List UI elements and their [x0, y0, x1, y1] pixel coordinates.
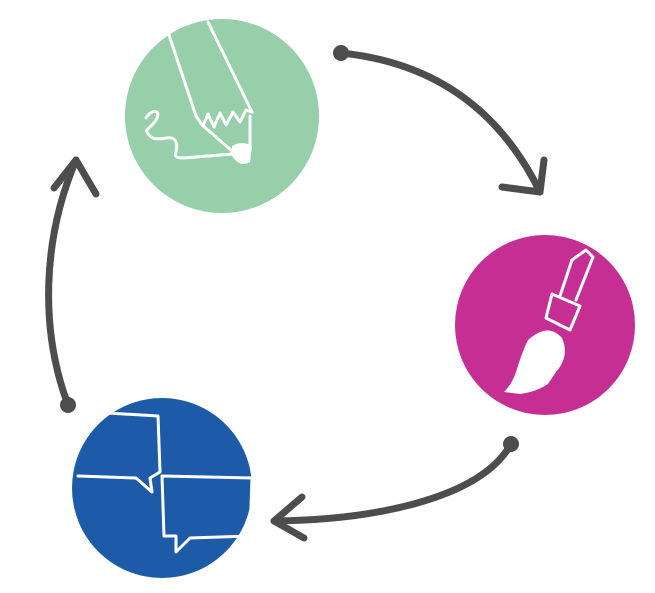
arrow-sketch-to-paint [333, 45, 548, 196]
node-sketch [125, 19, 319, 213]
cycle-arrows [45, 45, 548, 542]
arrow-head [498, 156, 548, 196]
arrow-paint-to-discuss [270, 436, 519, 542]
speech-bubbles-icon [76, 410, 254, 554]
paintbrush-icon [504, 248, 595, 394]
node-paint-circle [455, 235, 635, 415]
arrow-line [270, 440, 515, 525]
arrow-head [50, 156, 100, 198]
pencil-icon [144, 20, 254, 164]
arrow-head [270, 493, 308, 542]
arrow-discuss-to-sketch [45, 156, 100, 413]
arrow-line [337, 49, 544, 196]
arrow-line [45, 156, 80, 409]
node-paint [455, 235, 635, 415]
node-discuss [72, 398, 254, 578]
